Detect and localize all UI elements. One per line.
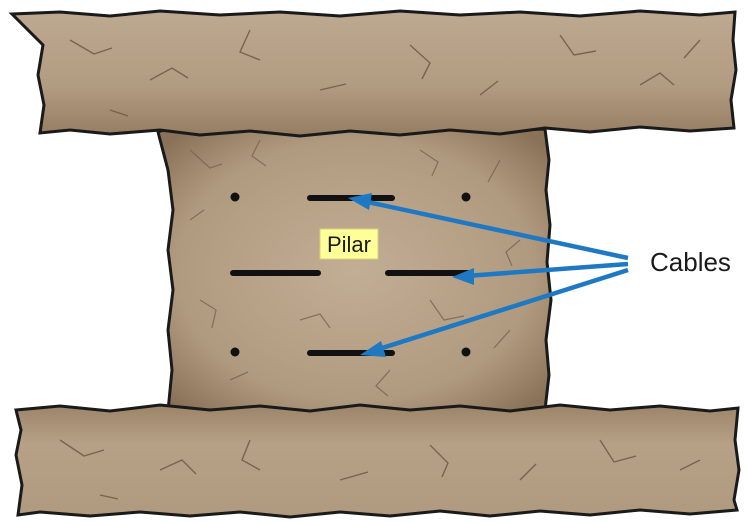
- pillar-body: [158, 127, 551, 414]
- cable-dot-bottom-right: [462, 348, 471, 357]
- roof-rock-stratum: [12, 11, 736, 136]
- floor-rock-stratum: [16, 405, 739, 517]
- cable-dot-bottom-left: [231, 348, 240, 357]
- pillar-label: Pilar: [327, 232, 371, 257]
- cable-dot-top-left: [231, 193, 240, 202]
- cable-dot-top-right: [462, 193, 471, 202]
- cables-label: Cables: [650, 247, 731, 277]
